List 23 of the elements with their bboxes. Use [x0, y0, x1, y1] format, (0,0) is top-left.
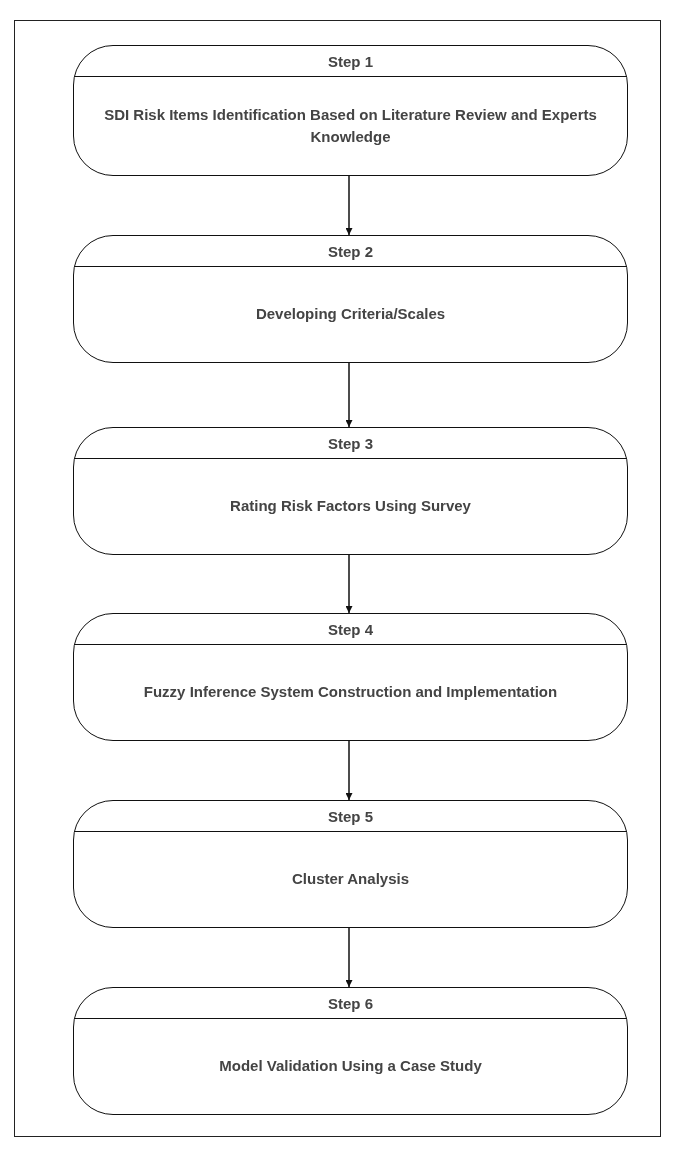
process-box: [73, 987, 628, 1115]
step-description: SDI Risk Items Identification Based on Literature Review and Experts Knowledge: [103, 104, 598, 147]
step-label: Step 2: [328, 242, 373, 260]
step-description: Cluster Analysis: [292, 869, 409, 889]
step-label: Step 3: [328, 434, 373, 452]
step-description: Rating Risk Factors Using Survey: [230, 496, 471, 516]
step-label: Step 5: [328, 807, 373, 825]
process-box: [73, 800, 628, 928]
arrow: [345, 740, 353, 801]
arrow: [345, 927, 353, 988]
process-box: [73, 427, 628, 555]
arrow: [345, 362, 353, 428]
process-box: [73, 235, 628, 363]
step-label: Step 4: [328, 620, 373, 638]
step-description: Model Validation Using a Case Study: [219, 1056, 482, 1076]
step-label: Step 1: [328, 52, 373, 70]
process-box: [73, 613, 628, 741]
step-description: Fuzzy Inference System Construction and Implementation: [143, 682, 558, 702]
process-box: [73, 45, 628, 176]
step-label: Step 6: [328, 994, 373, 1012]
arrow: [345, 554, 353, 614]
step-description: Developing Criteria/Scales: [255, 304, 446, 324]
arrow: [345, 175, 353, 236]
